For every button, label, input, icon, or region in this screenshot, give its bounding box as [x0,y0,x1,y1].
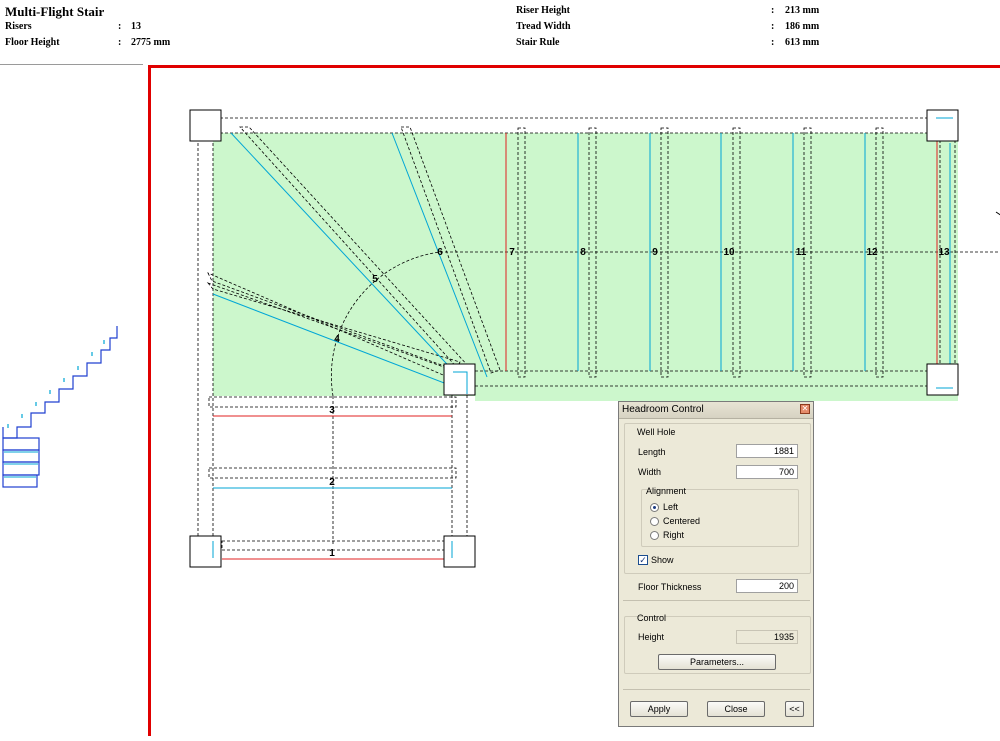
elevation-block-1 [2,437,40,451]
newel-post-bottom-left[interactable] [189,535,222,568]
length-label: Length [638,447,666,457]
show-checkbox[interactable]: ✓ [638,555,648,565]
well-hole-group [624,423,811,574]
step-number-8: 8 [580,247,586,258]
dialog-close-icon[interactable]: ✕ [800,404,810,414]
elevation-block-4 [2,474,38,488]
newel-post-bottom-right[interactable] [926,363,959,396]
newel-post-top-left[interactable] [189,109,222,142]
align-left-label[interactable]: Left [663,502,679,512]
control-group-label: Control [637,613,667,623]
newel-post-center[interactable] [443,363,476,396]
floor-thickness-input[interactable]: 200 [736,579,798,593]
stair-rule-label: Stair Rule [516,37,560,48]
header-divider [0,64,143,65]
elevation-stair-profile [2,326,118,439]
dialog-title: Headroom Control [622,404,704,415]
dialog-footer-separator [623,689,810,690]
tread-width-sep: : [771,21,775,32]
step-number-4: 4 [334,334,340,345]
align-right-radio[interactable] [650,531,659,540]
tread-width-label: Tread Width [516,21,571,32]
length-input[interactable]: 1881 [736,444,798,458]
riser-height-sep: : [771,5,775,16]
step-number-13: 13 [938,247,950,258]
parameters-button[interactable]: Parameters... [658,654,776,670]
floor-thickness-label: Floor Thickness [638,582,702,592]
riser-height-label: Riser Height [516,5,570,16]
stair-title: Multi-Flight Stair [5,4,105,19]
elevation-view[interactable] [0,65,148,736]
tread-area-fill [213,133,958,401]
close-button[interactable]: Close [707,701,765,717]
height-label: Height [638,632,665,642]
step-number-7: 7 [509,247,515,258]
width-input[interactable]: 700 [736,465,798,479]
step-number-11: 11 [796,247,807,258]
control-group [624,616,811,674]
floor-height-value: 2775 mm [131,37,171,48]
tread-width-value: 186 mm [785,21,820,32]
elevation-drawing [2,326,118,488]
show-label[interactable]: Show [651,555,674,565]
alignment-group [641,489,799,547]
dialog-titlebar[interactable]: Headroom Control ✕ [619,402,813,419]
floor-height-label: Floor Height [5,37,60,48]
step-number-5: 5 [372,274,378,285]
step-number-6: 6 [437,247,443,258]
step-number-12: 12 [866,247,878,258]
align-centered-label[interactable]: Centered [663,516,701,526]
risers-label: Risers [5,21,32,32]
step-number-3: 3 [329,405,335,416]
step-number-1: 1 [329,548,335,559]
dialog-separator [623,600,810,601]
apply-button[interactable]: Apply [630,701,688,717]
floor-height-sep: : [118,37,122,48]
stair-info-header: Multi-Flight Stair Risers : 13 Floor Hei… [0,0,1000,64]
alignment-group-label: Alignment [646,486,687,496]
riser-height-value: 213 mm [785,5,820,16]
height-readonly-field: 1935 [736,630,798,644]
risers-value: 13 [131,21,141,32]
stair-rule-value: 613 mm [785,37,820,48]
step-number-2: 2 [329,477,335,488]
collapse-button[interactable]: << [785,701,804,717]
newel-post-top-right[interactable] [926,109,959,142]
width-label: Width [638,467,662,477]
align-left-radio[interactable] [650,503,659,512]
newel-post-bottom-mid[interactable] [443,535,476,568]
risers-sep: : [118,21,122,32]
step-number-10: 10 [723,247,735,258]
headroom-control-dialog[interactable]: Headroom Control ✕ Well Hole Length 1881… [618,401,814,727]
step-number-9: 9 [652,247,658,258]
align-right-label[interactable]: Right [663,530,685,540]
elevation-nosings [7,340,105,428]
stair-rule-sep: : [771,37,775,48]
align-centered-radio[interactable] [650,517,659,526]
well-hole-group-label: Well Hole [637,427,676,437]
